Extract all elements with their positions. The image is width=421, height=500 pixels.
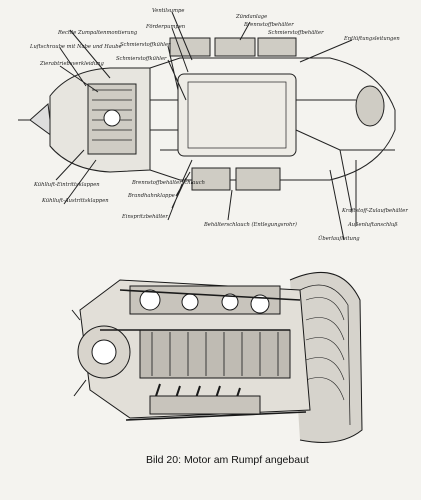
fuel-system-diagram [18, 11, 396, 241]
label-schmierstoffkuehler-2: Schmierstoffkühler [116, 56, 167, 62]
label-behaelterschlauch: Behälterschlauch (Entlegungsrohr) [204, 222, 297, 228]
label-entlueftungsleitungen: Entlüftungsleitungen [344, 36, 400, 42]
label-brandhahnklappe: Brandhahnklappe [128, 193, 175, 199]
label-kuehlluft-eintritt: Kühlluft-Eintrittsklappen [34, 182, 100, 188]
label-einspritzbehaelter: Einspritzbehälter [122, 214, 168, 220]
figure-caption: Bild 20: Motor am Rumpf angebaut [146, 454, 309, 466]
label-kuehlluft-austritt: Kühlluft-Austrittsklappen [42, 198, 109, 204]
label-luftschraube: Luftschraube mit Nabe und Haube [30, 44, 122, 50]
label-schmierstoffkuehler-1: Schmierstoffkühler [120, 42, 171, 48]
label-rechte-zumpaltenmontierung: Rechte Zumpaltenmontierung [58, 30, 138, 36]
label-zuendanlage: Zündanlage [236, 14, 268, 20]
label-kraftstoff-zulauf: Kraftstoff-Zulaufbehälter [342, 208, 408, 214]
label-brennstoffbehaelter: Brennstoffbehälter [244, 22, 294, 28]
label-brennstoffbehaelterschlauch: Brennstoffbehälterschlauch [132, 180, 205, 186]
label-ventilsumpe: Ventilsumpe [152, 8, 185, 14]
label-ueberlaufleitung: Überlaufleitung [318, 236, 360, 242]
label-aussenluftanschluss: Außenluftanschluß [348, 222, 398, 228]
label-schmierstoffbehaelter: Schmierstoffbehälter [268, 30, 324, 36]
label-zierabtriebsverkleidung: Zierabtriebsverkleidung [40, 61, 104, 67]
label-foerderpumpen: Förderpumpen [146, 24, 186, 30]
